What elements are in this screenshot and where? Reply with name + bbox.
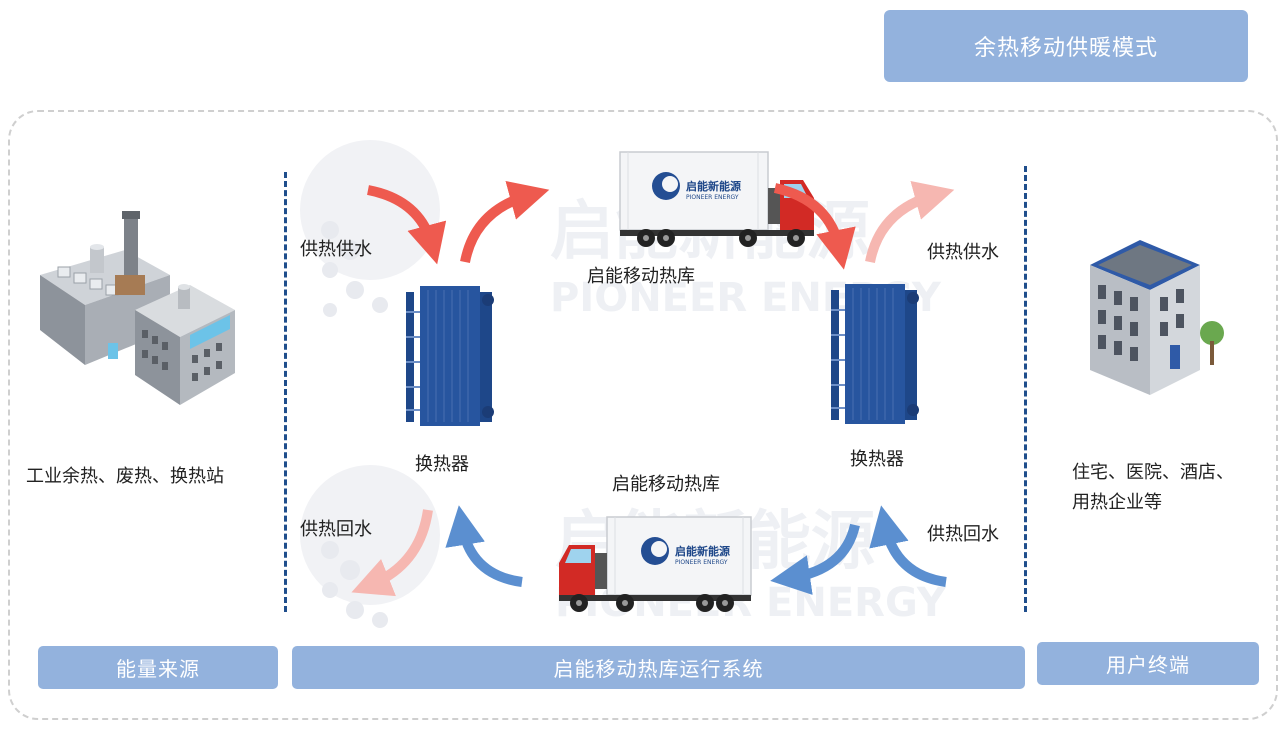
heat-exchanger-left-label: 换热器	[415, 454, 469, 475]
truck-top-logo-en: PIONEER ENERGY	[686, 194, 739, 201]
diagram-title: 余热移动供暖模式	[884, 10, 1248, 82]
building-icon	[1090, 240, 1224, 395]
arrow-left-exchanger-to-top-truck	[460, 180, 550, 264]
truck-bottom-icon	[559, 516, 752, 612]
arrow-return-into-right-exchanger	[869, 505, 947, 587]
supply-left-label: 供热供水	[300, 239, 372, 260]
truck-bottom-label: 启能移动热库	[612, 474, 720, 495]
truck-top-label: 启能移动热库	[587, 266, 695, 287]
arrow-right-exchanger-to-user	[865, 180, 955, 264]
user-label-line2: 用热企业等	[1072, 492, 1162, 513]
watermark-dots	[300, 140, 440, 628]
supply-right-label: 供热供水	[927, 242, 999, 263]
truck-top-icon	[619, 151, 814, 247]
arrow-bottom-truck-to-left-exchanger	[445, 505, 523, 587]
arrow-supply-into-left-exchanger	[366, 185, 447, 265]
user-bar: 用户终端	[1037, 642, 1259, 685]
return-right-label: 供热回水	[927, 524, 999, 545]
truck-bottom-logo-en: PIONEER ENERGY	[675, 559, 728, 566]
truck-bottom-logo-cn: 启能新能源	[675, 545, 730, 558]
system-bar: 启能移动热库运行系统	[292, 646, 1025, 689]
arrow-right-exchanger-to-bottom-truck	[770, 523, 860, 595]
return-left-label: 供热回水	[300, 519, 372, 540]
heat-exchanger-right-icon	[831, 284, 919, 424]
source-bar: 能量来源	[38, 646, 278, 689]
truck-top: 启能新能源 PIONEER ENERGY	[618, 150, 818, 250]
diagram-frame	[8, 110, 1278, 720]
arrow-left-exchanger-return-out	[351, 509, 433, 597]
heat-exchanger-left-icon	[406, 286, 494, 426]
separator-right	[1024, 166, 1027, 612]
truck-bottom: 启能新能源 PIONEER ENERGY	[555, 515, 755, 615]
factory-icon	[40, 211, 235, 405]
arrow-top-truck-to-right-exchanger	[773, 183, 856, 270]
user-label-line1: 住宅、医院、酒店、	[1072, 462, 1234, 483]
heat-exchanger-right-label: 换热器	[850, 449, 904, 470]
truck-top-logo-cn: 启能新能源	[686, 180, 741, 193]
separator-left	[284, 172, 287, 612]
source-label: 工业余热、废热、换热站	[26, 466, 224, 487]
